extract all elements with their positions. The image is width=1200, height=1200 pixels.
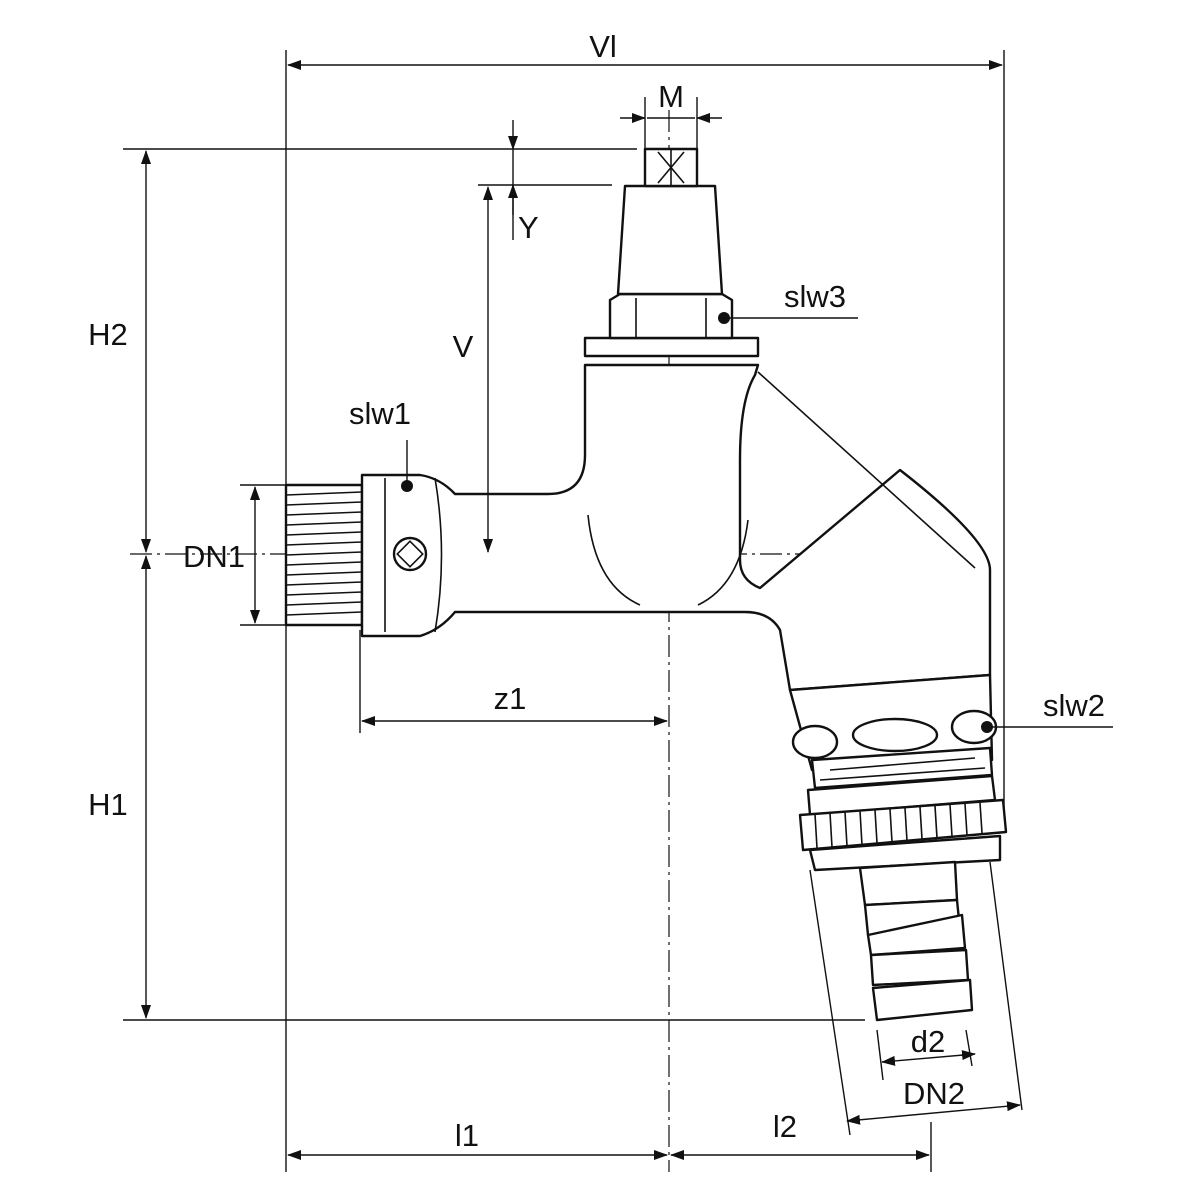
socket-screw <box>392 536 428 572</box>
extension-lines <box>123 50 1023 1172</box>
label-slw2: slw2 <box>1043 688 1105 723</box>
label-vl: Vl <box>589 29 617 64</box>
label-slw3: slw3 <box>784 279 846 314</box>
label-m: M <box>658 79 684 114</box>
inlet-thread-lines <box>285 491 363 616</box>
label-dn1: DN1 <box>183 539 245 574</box>
label-z1: z1 <box>494 681 527 716</box>
dimension-labels: Vl M Y V H2 H1 DN1 slw1 slw3 slw2 z1 l1 … <box>88 29 1105 1153</box>
knurl-lines <box>814 802 983 849</box>
label-l1: l1 <box>455 1118 479 1153</box>
label-l2: l2 <box>773 1109 797 1144</box>
faucet-body <box>284 147 992 692</box>
callouts <box>401 312 1113 733</box>
dimension-lines <box>141 60 1021 1160</box>
label-v: V <box>453 329 474 364</box>
label-h1: H1 <box>88 787 128 822</box>
label-d2: d2 <box>911 1024 945 1059</box>
outlet-assembly <box>788 673 1008 1022</box>
label-slw1: slw1 <box>349 396 411 431</box>
label-dn2: DN2 <box>903 1076 965 1111</box>
label-y: Y <box>518 210 539 245</box>
label-h2: H2 <box>88 317 128 352</box>
